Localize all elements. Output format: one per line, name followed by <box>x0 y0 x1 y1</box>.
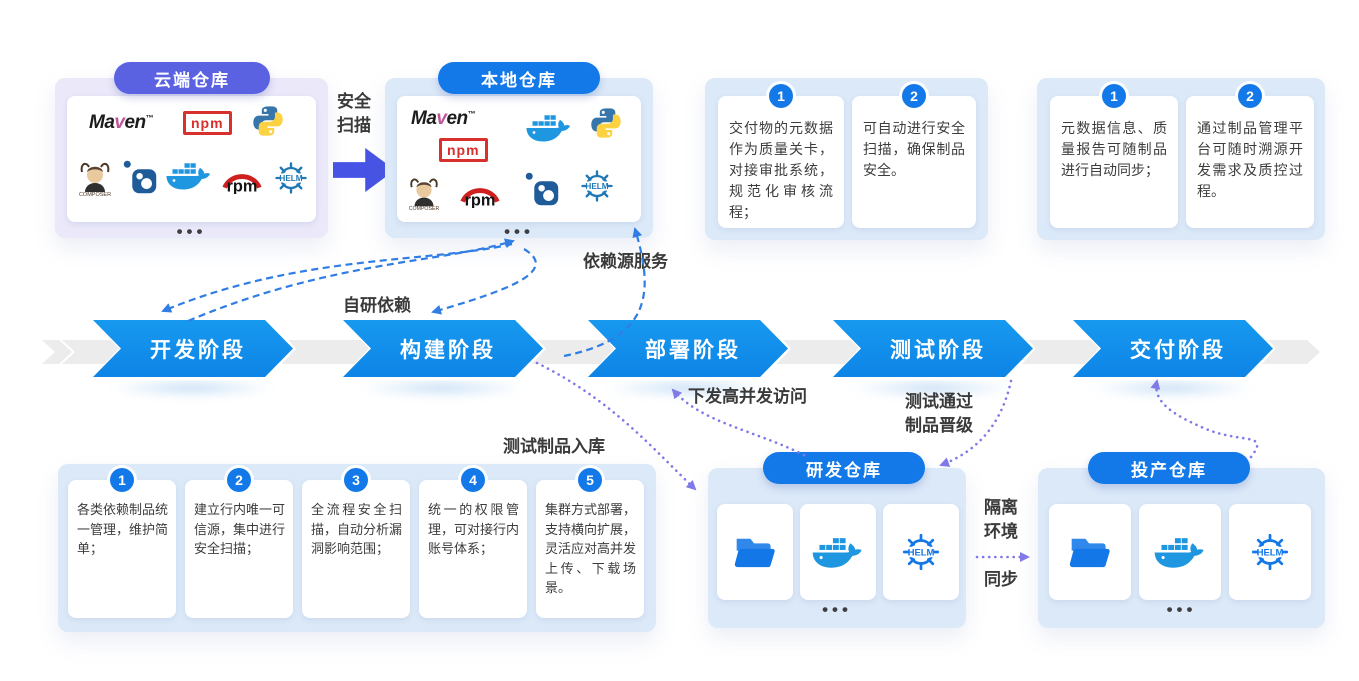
svg-text:rpm: rpm <box>227 178 258 195</box>
feature-text: 统一的权限管理，可对接行内账号体系； <box>428 502 520 556</box>
number-badge: 2 <box>227 468 251 492</box>
prod-repo-card: HELM ••• <box>1038 468 1325 628</box>
stage-label: 测试阶段 <box>890 338 986 362</box>
high-concurrency-label: 下发高并发访问 <box>688 387 807 406</box>
quality-info-item-1: 1 交付物的元数据作为质量关卡，对接审批系统，规范化审核流程； <box>718 84 844 228</box>
svg-text:HELM: HELM <box>585 182 608 191</box>
stage-deploy: 部署阶段 <box>585 317 791 380</box>
local-repo-card: Maven™ npm COMPOSER rpm HELM ••• <box>385 78 653 241</box>
docker-logo <box>525 110 573 146</box>
repo-tile: HELM <box>1229 504 1311 600</box>
stage-test: 测试阶段 <box>830 317 1036 380</box>
nuget-logo <box>123 160 157 194</box>
stage-label: 部署阶段 <box>645 338 741 362</box>
info-text: 可自动进行安全扫描，确保制品安全。 <box>863 120 965 178</box>
dependency-source-label: 依赖源服务 <box>583 252 668 271</box>
rd-repo-badge: 研发仓库 <box>763 452 925 484</box>
stage-label: 交付阶段 <box>1130 338 1226 362</box>
stage-label: 开发阶段 <box>150 338 246 362</box>
npm-logo: npm <box>183 111 232 135</box>
number-badge: 2 <box>902 84 926 108</box>
stage-deliver: 交付阶段 <box>1070 317 1276 380</box>
feature-item-4: 4 统一的权限管理，可对接行内账号体系； <box>419 468 527 618</box>
more-dots: ••• <box>822 600 852 619</box>
docker-logo <box>1153 532 1207 573</box>
helm-logo: HELM <box>1247 529 1293 575</box>
prod-repo-badge: 投产仓库 <box>1088 452 1250 484</box>
number-badge: 2 <box>1238 84 1262 108</box>
nuget-logo <box>525 172 559 206</box>
repo-tile: HELM <box>883 504 959 600</box>
security-scan-label: 安全 扫描 <box>337 92 371 135</box>
feature-item-3: 3 全流程安全扫描，自动分析漏洞影响范围； <box>302 468 410 618</box>
test-promote-label: 测试通过 制品晋级 <box>905 392 973 435</box>
composer-logo: COMPOSER <box>79 154 111 198</box>
info-text: 交付物的元数据作为质量关卡，对接审批系统，规范化审核流程； <box>729 120 833 220</box>
more-dots: ••• <box>504 222 534 241</box>
helm-logo: HELM <box>271 158 311 198</box>
isolation-label: 隔离 环境 <box>984 498 1018 541</box>
number-badge: 5 <box>578 468 602 492</box>
feature-text: 各类依赖制品统一管理，维护简单； <box>77 502 169 556</box>
maven-logo: Maven™ <box>411 108 476 129</box>
info-text: 通过制品管理平台可随时溯源开发需求及质控过程。 <box>1197 120 1303 199</box>
svg-text:COMPOSER: COMPOSER <box>409 206 440 212</box>
info-text: 元数据信息、质量报告可随制品进行自动同步； <box>1061 120 1167 178</box>
feature-item-1: 1 各类依赖制品统一管理，维护简单； <box>68 468 176 618</box>
rd-repo-card: HELM ••• <box>708 468 966 628</box>
python-logo <box>589 106 623 140</box>
svg-text:HELM: HELM <box>279 174 302 183</box>
svg-text:HELM: HELM <box>1257 547 1284 558</box>
repo-tile <box>1049 504 1131 600</box>
npm-logo: npm <box>439 138 488 162</box>
rpm-logo: rpm <box>222 174 262 195</box>
helm-logo: HELM <box>898 529 944 575</box>
repo-tile <box>1139 504 1221 600</box>
more-dots: ••• <box>176 222 207 241</box>
more-dots: ••• <box>1166 600 1197 619</box>
docker-logo <box>811 532 865 573</box>
self-dev-dependency-label: 自研依赖 <box>343 296 411 315</box>
cloud-repo-badge: 云端仓库 <box>114 62 270 94</box>
svg-text:HELM: HELM <box>908 547 935 558</box>
stage-build: 构建阶段 <box>340 317 546 380</box>
local-repo-badge: 本地仓库 <box>438 62 600 94</box>
number-badge: 3 <box>344 468 368 492</box>
number-badge: 1 <box>769 84 793 108</box>
local-repo-logo-panel: Maven™ npm COMPOSER rpm HELM <box>397 96 641 222</box>
arrow-local-to-dev <box>161 242 513 313</box>
arrow-selfdev-to-build <box>431 248 537 315</box>
test-artifact-in-label: 测试制品入库 <box>503 437 605 456</box>
feature-text: 全流程安全扫描，自动分析漏洞影响范围； <box>311 502 403 556</box>
feature-text: 集群方式部署，支持横向扩展，灵活应对高并发上传、下载场景。 <box>545 502 637 595</box>
folder-icon <box>1068 534 1112 571</box>
number-badge: 4 <box>461 468 485 492</box>
docker-logo <box>165 158 213 194</box>
metadata-info-item-1: 1 元数据信息、质量报告可随制品进行自动同步； <box>1050 84 1178 228</box>
repo-tile <box>800 504 876 600</box>
quality-info-item-2: 2 可自动进行安全扫描，确保制品安全。 <box>852 84 976 228</box>
sync-label: 同步 <box>984 570 1018 589</box>
cloud-repo-logo-panel: Maven™ npm COMPOSER rpm HELM <box>67 96 316 222</box>
feature-item-5: 5 集群方式部署，支持横向扩展，灵活应对高并发上传、下载场景。 <box>536 468 644 618</box>
helm-logo: HELM <box>577 166 617 206</box>
svg-text:COMPOSER: COMPOSER <box>79 192 111 198</box>
stage-label: 构建阶段 <box>400 338 496 362</box>
python-logo <box>251 104 285 138</box>
stage-dev: 开发阶段 <box>90 317 296 380</box>
composer-logo: COMPOSER <box>409 168 440 212</box>
number-badge: 1 <box>1102 84 1126 108</box>
cloud-repo-card: Maven™ npm COMPOSER rpm HELM ••• <box>55 78 328 241</box>
feature-item-2: 2 建立行内唯一可信源，集中进行安全扫描； <box>185 468 293 618</box>
rpm-logo: rpm <box>460 188 500 209</box>
number-badge: 1 <box>110 468 134 492</box>
repo-tile <box>717 504 793 600</box>
svg-text:rpm: rpm <box>465 192 496 209</box>
feature-text: 建立行内唯一可信源，集中进行安全扫描； <box>194 502 286 556</box>
maven-logo: Maven™ <box>89 112 154 133</box>
folder-icon <box>733 534 777 571</box>
metadata-info-item-2: 2 通过制品管理平台可随时溯源开发需求及质控过程。 <box>1186 84 1314 228</box>
